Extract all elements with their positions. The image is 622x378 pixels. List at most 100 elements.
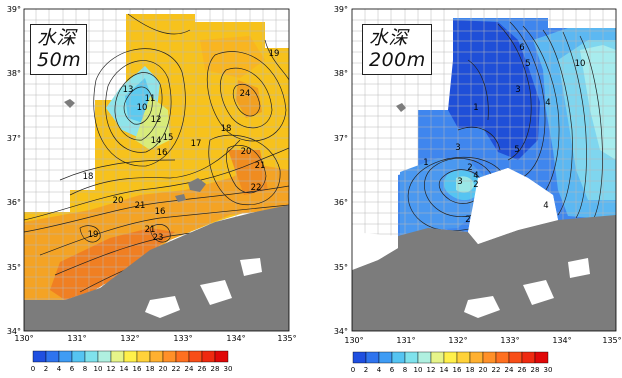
svg-text:38°: 38° [7,69,21,78]
contour-label: 4 [545,98,550,108]
colorbar-swatch [84,350,99,363]
colorbar-swatch [469,351,484,364]
svg-text:8: 8 [83,365,87,373]
contour-label: 15 [163,133,174,143]
contour-label: 23 [153,233,164,243]
svg-text:28: 28 [211,365,220,373]
colorbar-swatch [32,350,47,363]
svg-text:132°: 132° [448,336,467,345]
svg-text:26: 26 [198,365,207,373]
svg-text:35°: 35° [7,263,21,272]
contour-label: 3 [457,177,462,187]
colorbar-swatch [443,351,458,364]
contour-label: 1 [473,103,478,113]
contour-label: 6 [519,43,524,53]
svg-text:18: 18 [466,366,475,374]
contour-label: 18 [83,172,94,182]
colorbar-swatch [521,351,536,364]
contour-label: 11 [145,94,156,104]
colorbar-swatch [188,350,203,363]
colorbar-swatch [378,351,393,364]
colorbar-swatch [534,351,549,364]
svg-text:130°: 130° [344,336,363,345]
svg-text:10: 10 [414,366,423,374]
colorbar-swatch [508,351,523,364]
depth-title-kanji: 水深 [369,27,409,49]
contour-label: 24 [240,89,251,99]
svg-text:36°: 36° [334,198,348,207]
svg-text:34°: 34° [7,327,21,336]
svg-text:8: 8 [403,366,407,374]
contour-label: 2 [473,180,478,190]
sea-inlets-200m [352,168,590,318]
map-frame-200m [351,8,617,332]
colorbar-swatch [71,350,86,363]
contour-label: 1 [423,158,428,168]
svg-text:10: 10 [94,365,103,373]
colorbar-swatch [417,351,432,364]
colorbar-swatch [482,351,497,364]
colorbar-swatch [58,350,73,363]
lon-axis-200m: 130° 131° 132° 133° 134° 135° [344,336,621,345]
colorbar-swatch [495,351,510,364]
contour-label: 3 [455,143,460,153]
lat-axis-200m: 39° 38° 37° 36° 35° 34° [334,5,348,336]
contour-label: 4 [543,201,548,211]
lat-axis-50m: 39° 38° 37° 36° 35° 34° [7,5,21,336]
svg-text:134°: 134° [552,336,571,345]
svg-text:12: 12 [427,366,436,374]
contour-label: 12 [151,115,162,125]
contour-label: 2 [467,163,472,173]
contour-label: 22 [251,183,262,193]
svg-text:39°: 39° [334,5,348,14]
depth-title-50m: 水深 50m [30,24,88,75]
colorbar-ticks-50m: 0 2 4 6 8 10 12 14 16 18 20 22 24 26 28 … [31,365,233,373]
colorbar-swatch [365,351,380,364]
svg-text:12: 12 [107,365,116,373]
colorbar-swatch [430,351,445,364]
contour-label: 20 [113,196,124,206]
colorbar-swatch [45,350,60,363]
contour-label: 13 [123,85,134,95]
svg-text:132°: 132° [120,334,139,343]
svg-text:14: 14 [440,366,449,374]
depth-title-200m: 水深 200m [362,24,432,75]
contour-label: 16 [155,207,166,217]
contour-label: 4 [473,171,478,181]
map-canvas-200m: 6 5 3 4 10 1 3 5 1 2 4 3 2 2 4 39° 38° 3… [334,5,622,374]
svg-text:34°: 34° [334,327,348,336]
svg-text:28: 28 [531,366,540,374]
svg-text:22: 22 [492,366,501,374]
depth-title-kanji: 水深 [37,27,77,49]
svg-text:38°: 38° [334,69,348,78]
svg-text:30: 30 [544,366,553,374]
depth-title-value: 50m [37,49,82,71]
contour-label: 21 [145,225,156,235]
map-canvas-50m: 13 10 11 12 15 16 14 18 17 18 20 19 21 2… [7,5,297,373]
colorbar-swatch [162,350,177,363]
contour-label: 21 [135,201,146,211]
contour-label: 10 [575,59,586,69]
contour-label: 5 [525,59,530,69]
svg-text:135°: 135° [277,334,296,343]
contour-label: 10 [137,103,148,113]
svg-text:35°: 35° [334,263,348,272]
map-frame-50m [23,8,290,332]
contour-label: 20 [241,147,252,157]
svg-text:39°: 39° [7,5,21,14]
svg-text:36°: 36° [7,198,21,207]
colorbar-swatch [352,351,367,364]
colorbar-swatch [214,350,229,363]
svg-text:4: 4 [377,366,382,374]
svg-text:20: 20 [479,366,488,374]
colorbar-swatch [110,350,125,363]
svg-text:135°: 135° [602,336,621,345]
svg-text:133°: 133° [173,334,192,343]
svg-text:18: 18 [146,365,155,373]
svg-text:24: 24 [185,365,194,373]
contour-label: 17 [191,139,202,149]
sea-inlets-50m [145,258,262,318]
svg-text:37°: 37° [7,134,21,143]
svg-text:131°: 131° [396,336,415,345]
colorbar-swatch [404,351,419,364]
